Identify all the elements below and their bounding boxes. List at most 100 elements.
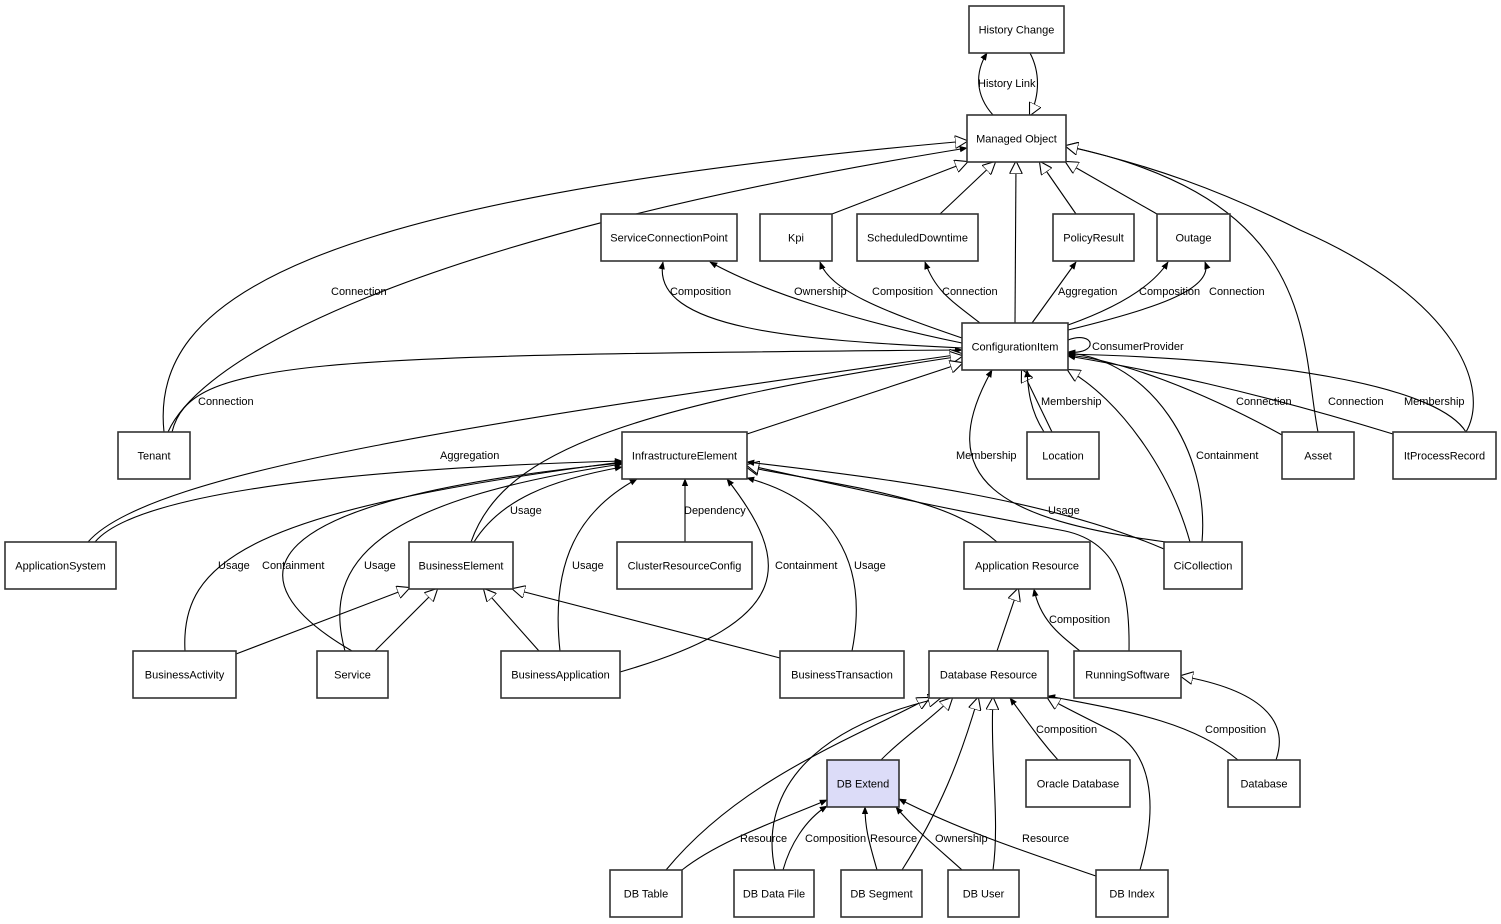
node-box[interactable]: [1073, 650, 1182, 699]
node-oracle-database[interactable]: Oracle Database: [1025, 759, 1131, 808]
node-box[interactable]: [1025, 759, 1131, 808]
edge-business-transaction-to-infrastructure-element: [746, 476, 857, 652]
node-box[interactable]: [1095, 869, 1169, 918]
edge-it-process-record-to-configuration-item: [1067, 350, 1467, 433]
node-business-application[interactable]: BusinessApplication: [500, 650, 621, 699]
edge-label: Connection: [1328, 396, 1384, 408]
node-label: Location: [1042, 451, 1084, 463]
node-box[interactable]: [117, 431, 191, 480]
edge-database-resource-to-application-resource: [996, 589, 1018, 652]
node-box[interactable]: [316, 650, 389, 699]
node-box[interactable]: [856, 213, 979, 262]
node-box[interactable]: [4, 541, 117, 590]
edge-configuration-item-to-outage: [1067, 261, 1169, 326]
edge-label: Resource: [1022, 833, 1069, 845]
node-label: ApplicationSystem: [15, 561, 106, 573]
edge-label: Membership: [956, 450, 1017, 462]
node-box[interactable]: [621, 431, 748, 480]
node-box[interactable]: [840, 869, 923, 918]
node-scheduled-downtime[interactable]: ScheduledDowntime: [856, 213, 979, 262]
edge-business-transaction-to-business-element: [513, 589, 781, 659]
node-label: Tenant: [137, 451, 170, 463]
node-box[interactable]: [1026, 431, 1100, 480]
node-box[interactable]: [1163, 541, 1243, 590]
node-box[interactable]: [779, 650, 905, 699]
edge-label: Composition: [805, 833, 866, 845]
edge-business-element-to-configuration-item: [470, 356, 962, 543]
node-database-resource[interactable]: Database Resource: [928, 650, 1049, 699]
node-db-extend[interactable]: DB Extend: [826, 759, 900, 808]
node-box[interactable]: [947, 869, 1020, 918]
node-application-system[interactable]: ApplicationSystem: [4, 541, 117, 590]
node-it-process-record[interactable]: ItProcessRecord: [1392, 431, 1497, 480]
node-box[interactable]: [500, 650, 621, 699]
node-box[interactable]: [963, 541, 1091, 590]
node-label: Managed Object: [976, 134, 1057, 146]
node-box[interactable]: [600, 213, 738, 262]
edge-configuration-item-to-configuration-item: [1067, 337, 1091, 356]
node-tenant[interactable]: Tenant: [117, 431, 191, 480]
node-box[interactable]: [1281, 431, 1355, 480]
node-application-resource[interactable]: Application Resource: [963, 541, 1091, 590]
node-label: DB Index: [1109, 889, 1155, 901]
node-asset[interactable]: Asset: [1281, 431, 1355, 480]
edge-outage-to-managed-object: [1066, 162, 1158, 215]
node-service-connection-point[interactable]: ServiceConnectionPoint: [600, 213, 738, 262]
node-box[interactable]: [928, 650, 1049, 699]
node-box[interactable]: [616, 541, 753, 590]
edge-label: Membership: [1041, 396, 1102, 408]
edge-location-to-configuration-item: [1024, 369, 1045, 433]
node-db-user[interactable]: DB User: [947, 869, 1020, 918]
node-outage[interactable]: Outage: [1156, 213, 1231, 262]
node-box[interactable]: [961, 322, 1069, 371]
node-box[interactable]: [1227, 759, 1301, 808]
node-ci-collection[interactable]: CiCollection: [1163, 541, 1243, 590]
node-label: Service: [334, 670, 371, 682]
node-label: ServiceConnectionPoint: [610, 233, 727, 245]
node-label: RunningSoftware: [1085, 670, 1169, 682]
node-db-segment[interactable]: DB Segment: [840, 869, 923, 918]
node-box[interactable]: [968, 5, 1065, 54]
node-db-data-file[interactable]: DB Data File: [733, 869, 815, 918]
node-managed-object[interactable]: Managed Object: [966, 114, 1067, 163]
node-box[interactable]: [1052, 213, 1135, 262]
node-database[interactable]: Database: [1227, 759, 1301, 808]
node-business-transaction[interactable]: BusinessTransaction: [779, 650, 905, 699]
node-cluster-resource-config[interactable]: ClusterResourceConfig: [616, 541, 753, 590]
edge-label: Usage: [510, 505, 542, 517]
node-box[interactable]: [826, 759, 900, 808]
node-business-element[interactable]: BusinessElement: [408, 541, 514, 590]
node-box[interactable]: [408, 541, 514, 590]
edge-application-system-to-configuration-item: [87, 354, 962, 543]
edge-configuration-item-to-scheduled-downtime: [924, 261, 981, 324]
edge-label: Connection: [331, 286, 387, 298]
node-box[interactable]: [966, 114, 1067, 163]
node-box[interactable]: [733, 869, 815, 918]
node-db-index[interactable]: DB Index: [1095, 869, 1169, 918]
node-box[interactable]: [609, 869, 683, 918]
edge-business-application-to-infrastructure-element: [557, 478, 638, 652]
node-box[interactable]: [1392, 431, 1497, 480]
node-configuration-item[interactable]: ConfigurationItem: [961, 322, 1069, 371]
node-box[interactable]: [1156, 213, 1231, 262]
edge-label: History Link: [978, 78, 1036, 90]
edge-business-element-to-infrastructure-element: [473, 465, 623, 543]
node-kpi[interactable]: Kpi: [759, 213, 833, 262]
edge-label: Containment: [775, 560, 837, 572]
node-service[interactable]: Service: [316, 650, 389, 699]
node-label: PolicyResult: [1063, 233, 1124, 245]
node-box[interactable]: [759, 213, 833, 262]
node-policy-result[interactable]: PolicyResult: [1052, 213, 1135, 262]
node-db-table[interactable]: DB Table: [609, 869, 683, 918]
node-label: Oracle Database: [1037, 779, 1120, 791]
node-location[interactable]: Location: [1026, 431, 1100, 480]
node-box[interactable]: [132, 650, 237, 699]
node-history-change[interactable]: History Change: [968, 5, 1065, 54]
edge-label: Connection: [198, 396, 254, 408]
edge-label: Connection: [942, 286, 998, 298]
node-running-software[interactable]: RunningSoftware: [1073, 650, 1182, 699]
node-business-activity[interactable]: BusinessActivity: [132, 650, 237, 699]
edge-label: Containment: [262, 560, 324, 572]
node-infrastructure-element[interactable]: InfrastructureElement: [621, 431, 748, 480]
